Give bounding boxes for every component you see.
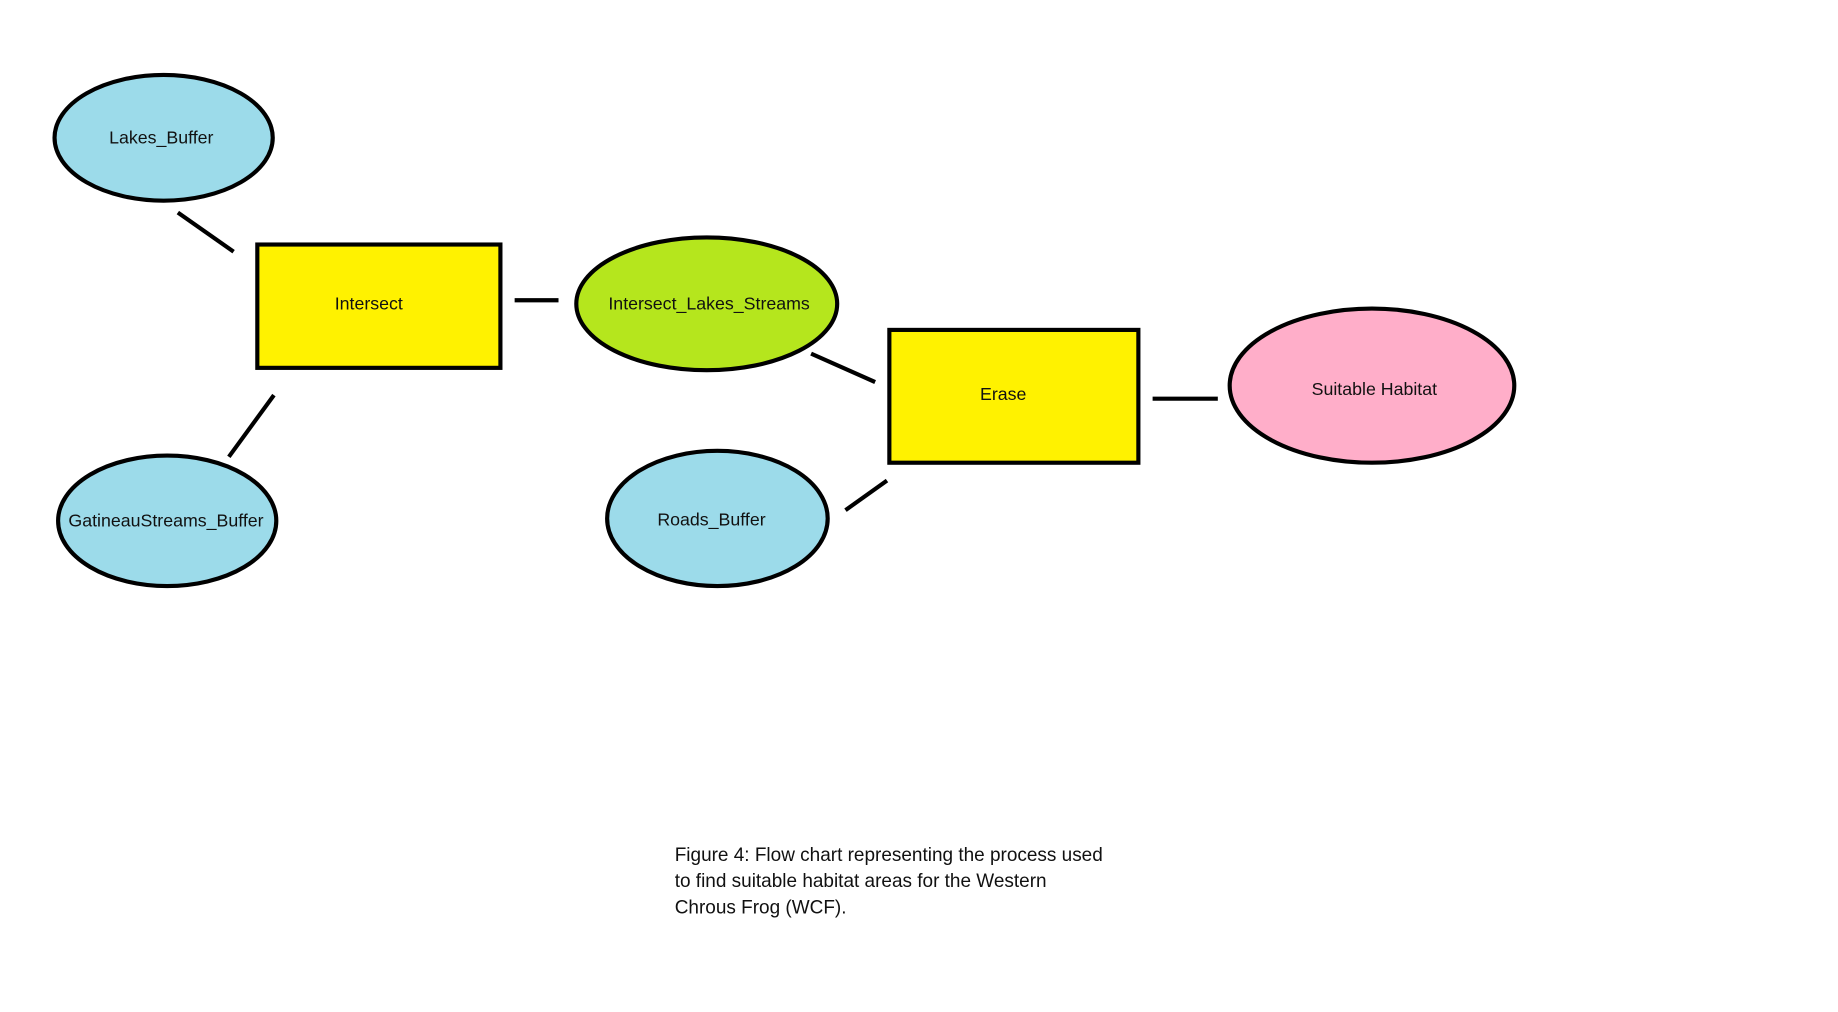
- node-label: Lakes_Buffer: [109, 128, 213, 149]
- node-label: Roads_Buffer: [657, 510, 765, 531]
- figure-caption: Figure 4: Flow chart representing the pr…: [675, 845, 1103, 918]
- edge-roads-erase: [844, 478, 889, 512]
- edge-lakes-intersect: [176, 210, 235, 254]
- edge-output-erase: [810, 351, 876, 384]
- caption-line-1: Figure 4: Flow chart representing the pr…: [675, 845, 1103, 866]
- node-label: Suitable Habitat: [1312, 379, 1437, 399]
- node-label: Erase: [980, 384, 1027, 404]
- node-label: GatineauStreams_Buffer: [68, 511, 263, 532]
- node-gatineau-streams-buffer: GatineauStreams_Buffer: [56, 453, 279, 589]
- edge-streams-intersect: [227, 393, 276, 459]
- node-label: Intersect: [335, 294, 403, 314]
- node-suitable-habitat: Suitable Habitat: [1227, 306, 1517, 465]
- caption-line-3: Chrous Frog (WCF).: [675, 897, 847, 918]
- node-lakes-buffer: Lakes_Buffer: [52, 72, 275, 203]
- node-intersect: Intersect: [255, 242, 503, 370]
- node-roads-buffer: Roads_Buffer: [605, 448, 830, 589]
- node-erase: Erase: [887, 327, 1141, 465]
- caption-line-2: to find suitable habitat areas for the W…: [675, 871, 1047, 892]
- node-intersect-lakes-streams: Intersect_Lakes_Streams: [574, 235, 840, 373]
- node-label: Intersect_Lakes_Streams: [608, 294, 810, 315]
